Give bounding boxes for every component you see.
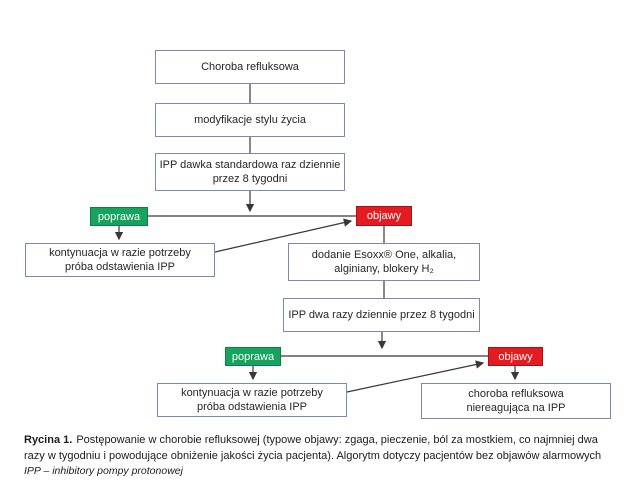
label-objawy-1: objawy	[356, 206, 412, 226]
node-choroba-niereagujaca: choroba refluksowa niereagująca na IPP	[421, 383, 611, 419]
node-ipp-dawka-standardowa: IPP dawka standardowa raz dziennie przez…	[155, 153, 345, 191]
node-label-line: choroba refluksowa	[468, 387, 564, 400]
node-label-line: przez 8 tygodni	[212, 173, 288, 185]
caption-title: Rycina 1.	[24, 434, 73, 446]
connector-kontynuacja1-objawy1-arrow	[214, 218, 353, 253]
node-label-line: alginiany, blokery H₂	[334, 263, 434, 275]
node-choroba-refluksowa: Choroba refluksowa	[155, 50, 345, 84]
caption-text: Postępowanie w chorobie refluksowej (typ…	[24, 434, 602, 462]
label-poprawa-1: poprawa	[90, 207, 148, 226]
node-dodanie-esoxx: dodanie Esoxx® One, alkalia, alginiany, …	[288, 243, 480, 281]
node-label-line: kontynuacja w razie potrzeby	[49, 246, 191, 259]
node-modyfikacje-stylu-zycia: modyfikacje stylu życia	[155, 103, 345, 137]
node-label-line: niereagująca na IPP	[466, 402, 566, 414]
node-label-line: próba odstawienia IPP	[64, 261, 176, 273]
node-label-line: IPP dawka standardowa raz dziennie	[159, 158, 341, 171]
connector-kontynuacja2-objawy2-arrow	[346, 360, 485, 393]
label-objawy-2: objawy	[488, 347, 543, 366]
node-label-line: kontynuacja w razie potrzeby	[181, 386, 323, 399]
label-poprawa-2: poprawa	[225, 347, 281, 366]
node-label-line: IPP dwa razy dziennie przez 8 tygodni	[288, 308, 475, 321]
node-kontynuacja-2: kontynuacja w razie potrzeby próba odsta…	[157, 383, 347, 417]
node-label-line: modyfikacje stylu życia	[194, 113, 306, 126]
node-label-line: dodanie Esoxx® One, alkalia,	[311, 248, 457, 261]
node-label-line: Choroba refluksowa	[201, 60, 299, 73]
figure-caption: Rycina 1.Postępowanie w chorobie refluks…	[24, 433, 618, 464]
node-kontynuacja-1: kontynuacja w razie potrzeby próba odsta…	[25, 243, 215, 277]
caption-footnote: IPP – inhibitory pompy protonowej	[24, 465, 183, 477]
node-ipp-dwa-razy: IPP dwa razy dziennie przez 8 tygodni	[283, 298, 480, 332]
node-label-line: próba odstawienia IPP	[196, 401, 308, 413]
